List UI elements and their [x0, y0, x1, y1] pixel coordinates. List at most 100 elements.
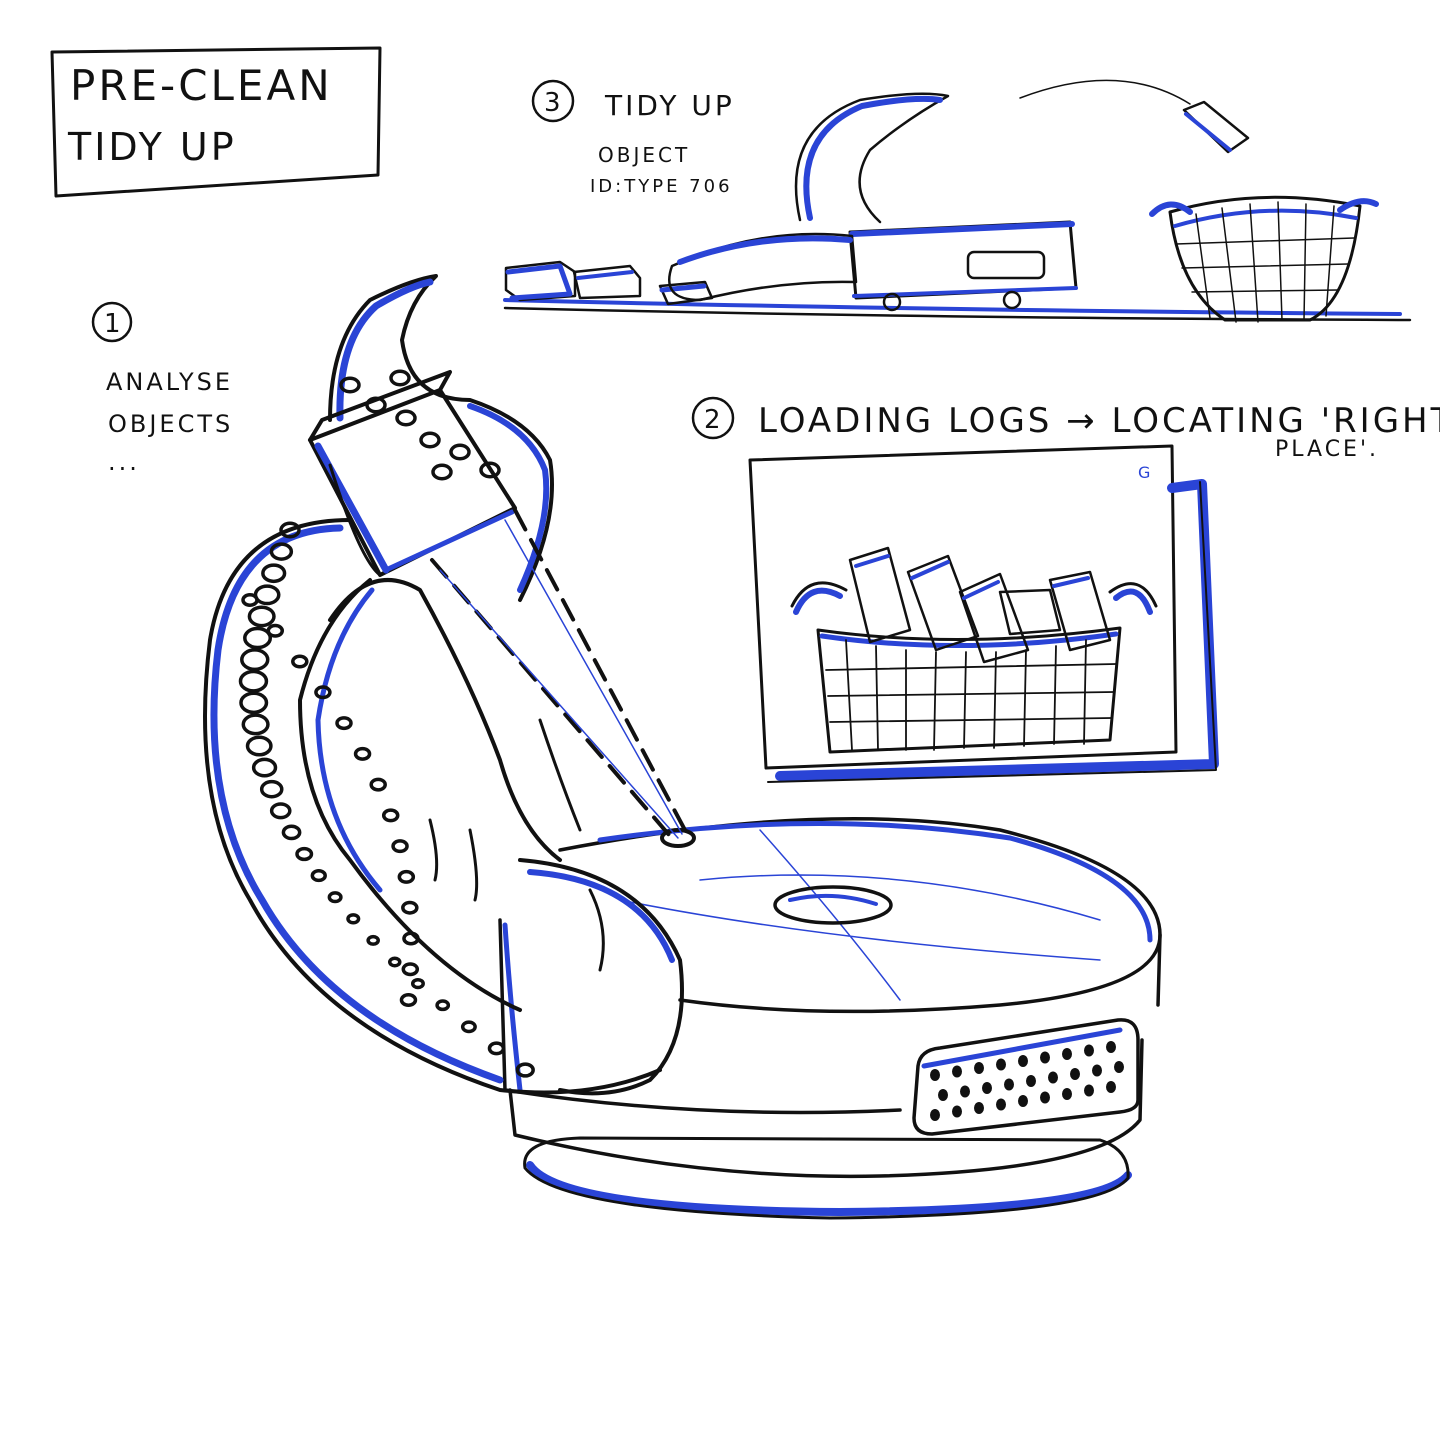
bumper-dot: [1084, 1084, 1094, 1097]
step-1-line-1: ANALYSE: [106, 368, 233, 396]
scan-beam-icon: [430, 508, 688, 839]
sucker-ring: [387, 956, 402, 968]
bumper-dots: [930, 1041, 1124, 1121]
step-3-line-2: OBJECT: [598, 143, 690, 167]
sucker-ring: [411, 977, 425, 990]
bumper-dot: [1040, 1091, 1050, 1104]
step-2-number: 2: [704, 405, 724, 435]
sucker-ring: [251, 757, 278, 778]
sucker-ring: [247, 605, 276, 628]
step-1-line-3: ...: [108, 448, 140, 476]
sucker-ring: [269, 802, 292, 820]
sucker-ring: [449, 443, 471, 461]
bumper-dot: [996, 1098, 1006, 1111]
sucker-ring: [310, 869, 327, 883]
sucker-ring: [366, 934, 380, 946]
bumper-dot: [1026, 1075, 1036, 1087]
sucker-ring: [269, 542, 294, 561]
sucker-ring: [389, 369, 411, 387]
step-3-label: 3 TIDY UP OBJECT ID:TYPE 706: [531, 79, 735, 197]
sucker-ring: [381, 808, 400, 823]
step-2-label: 2 LOADING LOGS → LOCATING 'RIGHT PLACE'.: [691, 396, 1440, 462]
bumper-dot: [930, 1069, 940, 1081]
sucker-ring: [391, 839, 409, 854]
step-1-line-2: OBJECTS: [108, 410, 233, 438]
bumper-dot: [974, 1062, 984, 1074]
sucker-ring: [346, 913, 361, 925]
sucker-ring: [314, 685, 332, 700]
bumper-dot: [952, 1105, 962, 1118]
bumper-dot: [952, 1065, 962, 1078]
sucker-ring: [353, 746, 372, 761]
bumper-dot: [1048, 1071, 1058, 1084]
sucker-ring: [369, 777, 387, 792]
sucker-ring: [281, 824, 302, 841]
bumper-dot: [1084, 1044, 1094, 1057]
sucker-ring: [401, 900, 419, 915]
bumper-dot: [1040, 1051, 1050, 1064]
bumper-dot: [1018, 1095, 1028, 1107]
tentacle-arm-icon: [667, 92, 950, 302]
bumper-dot: [1114, 1061, 1124, 1073]
bumper-dot: [960, 1085, 970, 1098]
sucker-ring: [335, 716, 353, 731]
sucker-ring: [291, 654, 309, 669]
sucker-ring: [419, 431, 441, 449]
toy-block-icon: [1182, 100, 1250, 154]
sucker-ring: [460, 1020, 477, 1034]
sucker-ring: [295, 846, 314, 862]
step-2-line-2: PLACE'.: [1275, 437, 1379, 462]
bumper-dot: [1092, 1064, 1102, 1077]
laundry-basket-icon: [1149, 195, 1379, 323]
toy-block-icon: [658, 280, 714, 306]
sucker-ring: [515, 1062, 535, 1078]
sucker-ring: [238, 669, 269, 693]
sucker-ring: [266, 623, 285, 638]
sucker-ring: [431, 463, 453, 481]
sucker-ring: [399, 993, 418, 1007]
bumper-dot: [1070, 1068, 1080, 1080]
bumper-dot: [938, 1089, 948, 1101]
sucker-ring: [395, 409, 417, 427]
step-2-line-1: LOADING LOGS → LOCATING 'RIGHT: [758, 401, 1440, 441]
bumper-dot: [1106, 1041, 1116, 1053]
step-1-number: 1: [104, 309, 124, 339]
bumper-dot: [974, 1102, 984, 1114]
screen-badge: G: [1138, 463, 1150, 482]
sucker-ring: [279, 521, 301, 539]
sucker-ring: [327, 891, 343, 904]
bumper-dot: [1018, 1055, 1028, 1067]
tidy-up-scene: [503, 79, 1412, 323]
bumper-dot: [1004, 1078, 1014, 1091]
sucker-ring: [401, 962, 420, 977]
toy-block-icon: [504, 260, 577, 302]
bumper-dot: [1062, 1048, 1072, 1060]
title-line-2: TIDY UP: [67, 125, 237, 169]
sucker-ring: [397, 869, 416, 884]
step-1-label: 1 ANALYSE OBJECTS ...: [91, 301, 233, 476]
sucker-ring: [435, 999, 451, 1012]
sucker-ring: [241, 593, 259, 607]
bumper-dot: [996, 1058, 1006, 1071]
sucker-ring: [243, 626, 273, 650]
sucker-ring: [479, 461, 501, 479]
sucker-ring: [339, 376, 361, 394]
toy-block-icon: [572, 264, 642, 300]
sucker-ring: [245, 735, 273, 757]
title-line-1: PRE-CLEAN: [70, 61, 333, 110]
sucker-ring: [402, 931, 420, 946]
robot-vacuum-icon: [848, 220, 1078, 312]
bumper-dot: [982, 1082, 992, 1094]
step-3-line-1: TIDY UP: [604, 89, 735, 122]
sucker-ring: [239, 691, 269, 715]
bumper-dot: [1106, 1081, 1116, 1093]
tentacle-suckers: [238, 369, 535, 1078]
step-3-number: 3: [544, 88, 564, 118]
title-box: PRE-CLEAN TIDY UP: [50, 46, 382, 198]
display-screen-icon: G: [748, 444, 1219, 783]
step-3-line-3: ID:TYPE 706: [590, 176, 733, 197]
bumper-dot: [930, 1109, 940, 1121]
sucker-ring: [253, 584, 281, 606]
bumper-dot: [1062, 1088, 1072, 1100]
